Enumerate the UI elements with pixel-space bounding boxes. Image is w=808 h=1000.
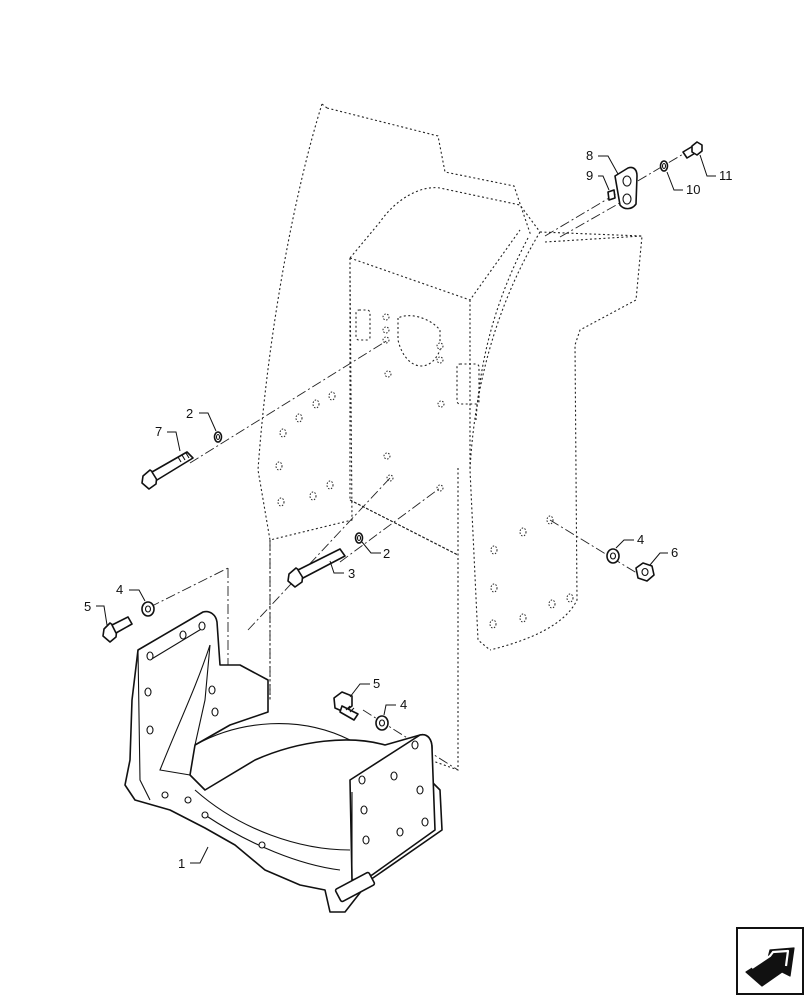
callout-5-left: 5 — [84, 599, 91, 614]
callout-4-left: 4 — [116, 582, 123, 597]
bolt-part-5-left — [102, 616, 133, 643]
callout-3: 3 — [348, 566, 355, 581]
washer-part-4-rear — [606, 548, 620, 564]
washer-part-2-lower — [354, 532, 364, 544]
bolt-part-7 — [141, 451, 194, 490]
callout-2-lower: 2 — [383, 546, 390, 561]
callout-10: 10 — [686, 182, 700, 197]
washer-part-10 — [659, 160, 669, 172]
pin-part-9 — [607, 189, 616, 201]
washer-part-4-left — [141, 601, 155, 617]
bolt-part-3 — [287, 548, 346, 588]
callout-2-upper: 2 — [186, 406, 193, 421]
bolt-part-5-right — [333, 691, 359, 721]
callout-4-right: 4 — [400, 697, 407, 712]
plate-part-8 — [614, 166, 638, 210]
bolt-part-11 — [682, 141, 703, 159]
washer-part-2-upper — [213, 431, 223, 443]
bracket-part-1 — [124, 610, 443, 913]
callouts: 1 2 2 3 4 4 4 5 5 6 7 8 9 10 11 — [84, 148, 733, 871]
leader-lines — [96, 154, 716, 864]
callout-1: 1 — [178, 856, 185, 871]
washer-part-4-right — [375, 715, 389, 731]
callout-6: 6 — [671, 545, 678, 560]
callout-9: 9 — [586, 168, 593, 183]
callout-4-rear: 4 — [637, 532, 644, 547]
callout-5-right: 5 — [373, 676, 380, 691]
phantom-housing — [257, 103, 643, 771]
next-page-arrow-icon[interactable] — [736, 927, 804, 995]
callout-8: 8 — [586, 148, 593, 163]
callout-11: 11 — [719, 168, 733, 183]
callout-7: 7 — [155, 424, 162, 439]
nut-part-6 — [635, 562, 655, 582]
